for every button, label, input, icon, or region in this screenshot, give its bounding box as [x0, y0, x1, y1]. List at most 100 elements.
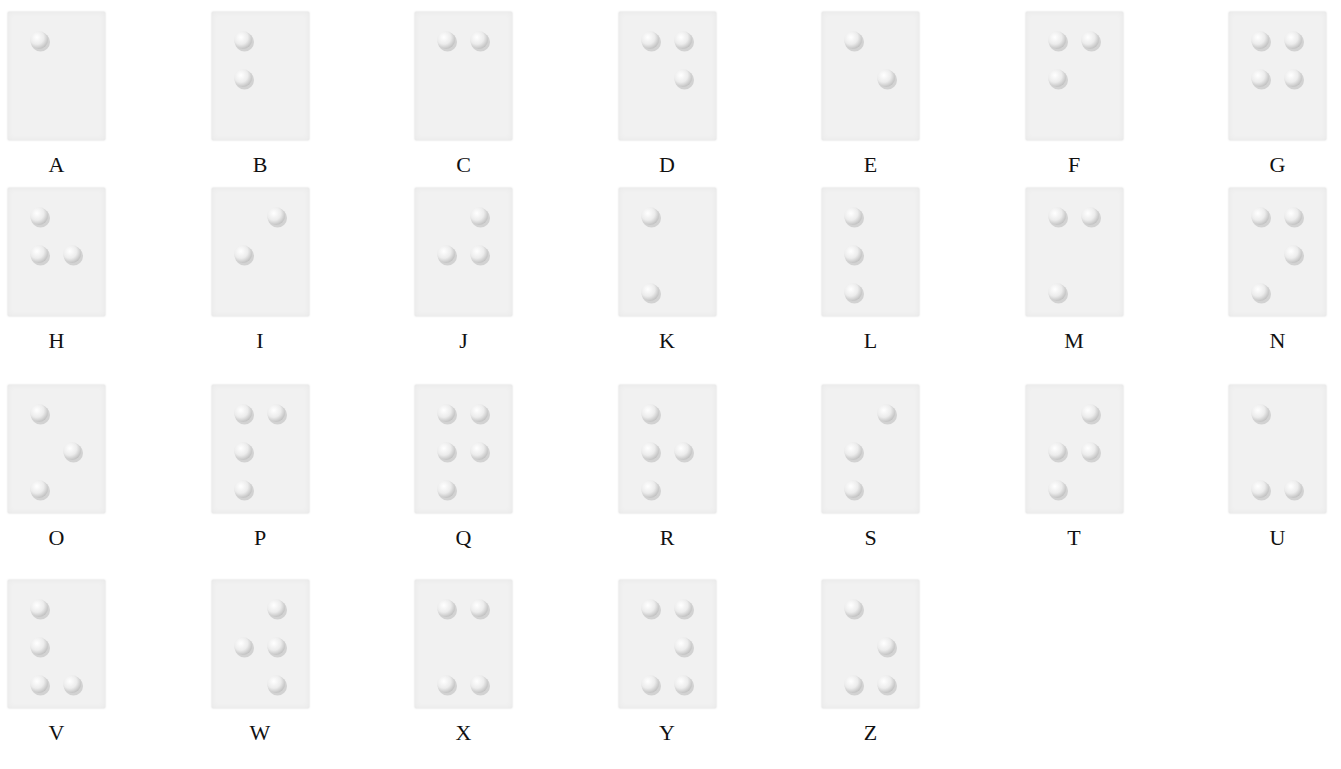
braille-dot [30, 31, 48, 49]
letter-label: T [1067, 525, 1080, 551]
embossed-card [619, 12, 716, 140]
braille-cell: L [822, 188, 919, 354]
dot-pattern [1229, 12, 1326, 140]
embossed-card [822, 188, 919, 316]
braille-dot [844, 675, 862, 693]
braille-cell: S [822, 385, 919, 551]
braille-dot [674, 637, 692, 655]
letter-label: W [250, 720, 271, 746]
dot-pattern [212, 12, 309, 140]
braille-dot [1048, 283, 1066, 301]
letter-label: Z [864, 720, 877, 746]
braille-dot [470, 675, 488, 693]
braille-dot [1048, 31, 1066, 49]
braille-dot [30, 207, 48, 225]
braille-dot [641, 675, 659, 693]
embossed-card [1229, 12, 1326, 140]
letter-label: P [254, 525, 266, 551]
braille-cell: C [415, 12, 512, 178]
letter-label: L [864, 328, 877, 354]
dot-pattern [212, 188, 309, 316]
braille-dot [641, 404, 659, 422]
embossed-card [212, 580, 309, 708]
embossed-card [212, 188, 309, 316]
embossed-card [8, 188, 105, 316]
braille-cell: U [1229, 385, 1326, 551]
braille-dot [877, 637, 895, 655]
braille-cell: T [1026, 385, 1123, 551]
dot-pattern [619, 188, 716, 316]
braille-dot [437, 245, 455, 263]
braille-dot [470, 31, 488, 49]
dot-pattern [822, 385, 919, 513]
embossed-card [822, 580, 919, 708]
dot-pattern [1229, 188, 1326, 316]
braille-dot [877, 404, 895, 422]
letter-label: Q [456, 525, 472, 551]
letter-label: D [659, 152, 675, 178]
braille-dot [1048, 442, 1066, 460]
braille-dot [1081, 31, 1099, 49]
braille-cell: I [212, 188, 309, 354]
braille-dot [844, 31, 862, 49]
braille-dot [877, 675, 895, 693]
braille-dot [267, 637, 285, 655]
braille-dot [641, 283, 659, 301]
braille-dot [234, 637, 252, 655]
braille-dot [1251, 283, 1269, 301]
braille-dot [641, 599, 659, 617]
braille-dot [30, 245, 48, 263]
braille-cell: W [212, 580, 309, 746]
embossed-card [1026, 12, 1123, 140]
braille-dot [1251, 207, 1269, 225]
dot-pattern [415, 12, 512, 140]
braille-dot [1284, 207, 1302, 225]
braille-dot [1081, 442, 1099, 460]
embossed-card [212, 12, 309, 140]
braille-dot [674, 442, 692, 460]
letter-label: N [1270, 328, 1286, 354]
braille-dot [674, 599, 692, 617]
braille-dot [641, 31, 659, 49]
braille-dot [63, 245, 81, 263]
braille-cell: N [1229, 188, 1326, 354]
braille-cell: H [8, 188, 105, 354]
letter-label: X [456, 720, 472, 746]
letter-label: Y [659, 720, 675, 746]
dot-pattern [1026, 188, 1123, 316]
braille-cell: B [212, 12, 309, 178]
braille-dot [63, 675, 81, 693]
braille-dot [641, 480, 659, 498]
braille-dot [437, 31, 455, 49]
braille-dot [1081, 404, 1099, 422]
braille-dot [470, 599, 488, 617]
braille-cell: F [1026, 12, 1123, 178]
braille-dot [437, 480, 455, 498]
braille-cell: M [1026, 188, 1123, 354]
braille-dot [674, 675, 692, 693]
letter-label: J [459, 328, 468, 354]
braille-dot [234, 442, 252, 460]
braille-dot [674, 69, 692, 87]
dot-pattern [415, 580, 512, 708]
embossed-card [415, 580, 512, 708]
letter-label: U [1270, 525, 1286, 551]
braille-dot [1251, 404, 1269, 422]
braille-cell: X [415, 580, 512, 746]
dot-pattern [1026, 385, 1123, 513]
letter-label: G [1270, 152, 1286, 178]
braille-cell: E [822, 12, 919, 178]
embossed-card [1026, 385, 1123, 513]
dot-pattern [8, 188, 105, 316]
letter-label: S [864, 525, 876, 551]
braille-dot [267, 599, 285, 617]
braille-dot [1284, 69, 1302, 87]
braille-dot [267, 404, 285, 422]
letter-label: R [660, 525, 675, 551]
braille-dot [437, 442, 455, 460]
braille-dot [470, 207, 488, 225]
braille-dot [30, 480, 48, 498]
braille-cell: V [8, 580, 105, 746]
braille-dot [844, 442, 862, 460]
